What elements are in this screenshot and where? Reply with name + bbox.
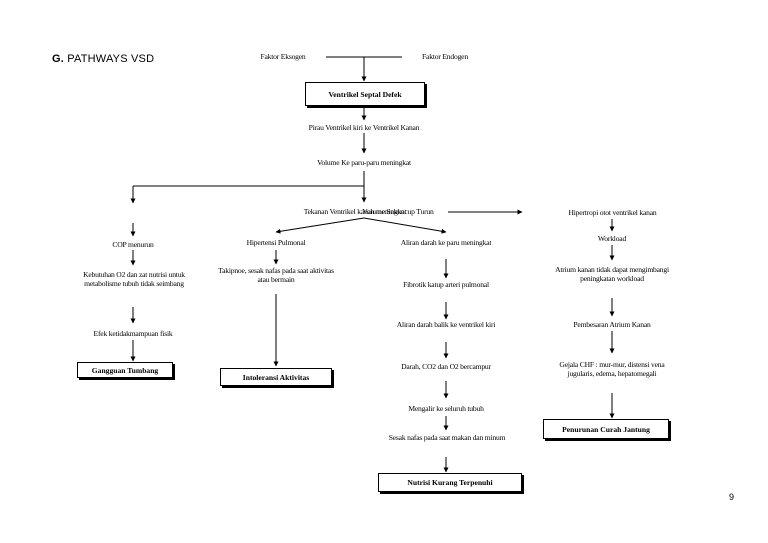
node-volume-paru: Volume Ke paru-paru meningkat (317, 158, 411, 167)
node-hipertropi: Hipertropi otot ventrikel kanan (568, 208, 657, 217)
node-takipnoe: Takipnoe, sesak nafas pada saat aktivita… (218, 266, 334, 284)
node-kebutuhan-o2: Kebutuhan O2 dan zat nutrisi untuk metab… (83, 270, 185, 288)
node-gejala-chf: Gejala CHF : mur-mur, distensi vena jugu… (559, 360, 665, 378)
node-aliran-darah-paru: Aliran darah ke paru meningkat (400, 238, 492, 247)
node-efek-fisik: Efek ketidakmampuan fisik (93, 329, 173, 338)
page-number: 9 (729, 492, 735, 502)
node-pembesaran-atrium: Pembesaran Atrium Kanan (573, 320, 651, 329)
node-tekanan-ventrikel: Tekanan Ventrikel kanan meningkat (303, 207, 407, 216)
node-aliran-balik: Aliran darah balik ke ventrikel kiri (396, 320, 496, 329)
node-pirau: Pirau Ventrikel kiri ke Ventrikel Kanan (308, 123, 420, 132)
node-atrium-tidak-mengimbangi: Atrium kanan tidak dapat mengimbangi pen… (555, 265, 669, 283)
node-workload: Workload (597, 234, 627, 243)
node-faktor-endogen: Faktor Endogen (422, 52, 468, 61)
diagnosis-nutrisi-kurang: Nutrisi Kurang Terpenuhi (378, 473, 522, 492)
node-cop-menurun: COP menurun (112, 240, 154, 249)
diagnosis-gangguan-tumbang: Gangguan Tumbang (77, 362, 173, 378)
node-hipertensi-pulmonal: Hipertensi Pulmonal (246, 238, 306, 247)
heading-title: PATHWAYS VSD (67, 53, 155, 65)
diagnosis-penurunan-curah-jantung: Penurunan Curah Jantung (543, 419, 669, 439)
diagnosis-intoleransi-aktivitas: Intoleransi Aktivitas (220, 368, 332, 386)
node-faktor-eksogen: Faktor Eksogen (260, 52, 306, 61)
node-sesak-makan: Sesak nafas pada saat makan dan minum (388, 433, 506, 442)
node-mengalir-tubuh: Mengalir ke seluruh tubuh (408, 404, 484, 413)
node-ventrikel-septal-defek: Ventrikel Septal Defek (305, 82, 425, 106)
node-volume-sekuncup: Volume Sekuncup Turun (362, 207, 434, 216)
node-fibrotik: Fibrotik katup arteri pulmonal (403, 280, 489, 289)
page-heading: G. PATHWAYS VSD (52, 53, 154, 65)
heading-letter: G. (52, 53, 65, 65)
node-darah-bercampur: Darah, CO2 dan O2 bercampur (401, 362, 491, 371)
